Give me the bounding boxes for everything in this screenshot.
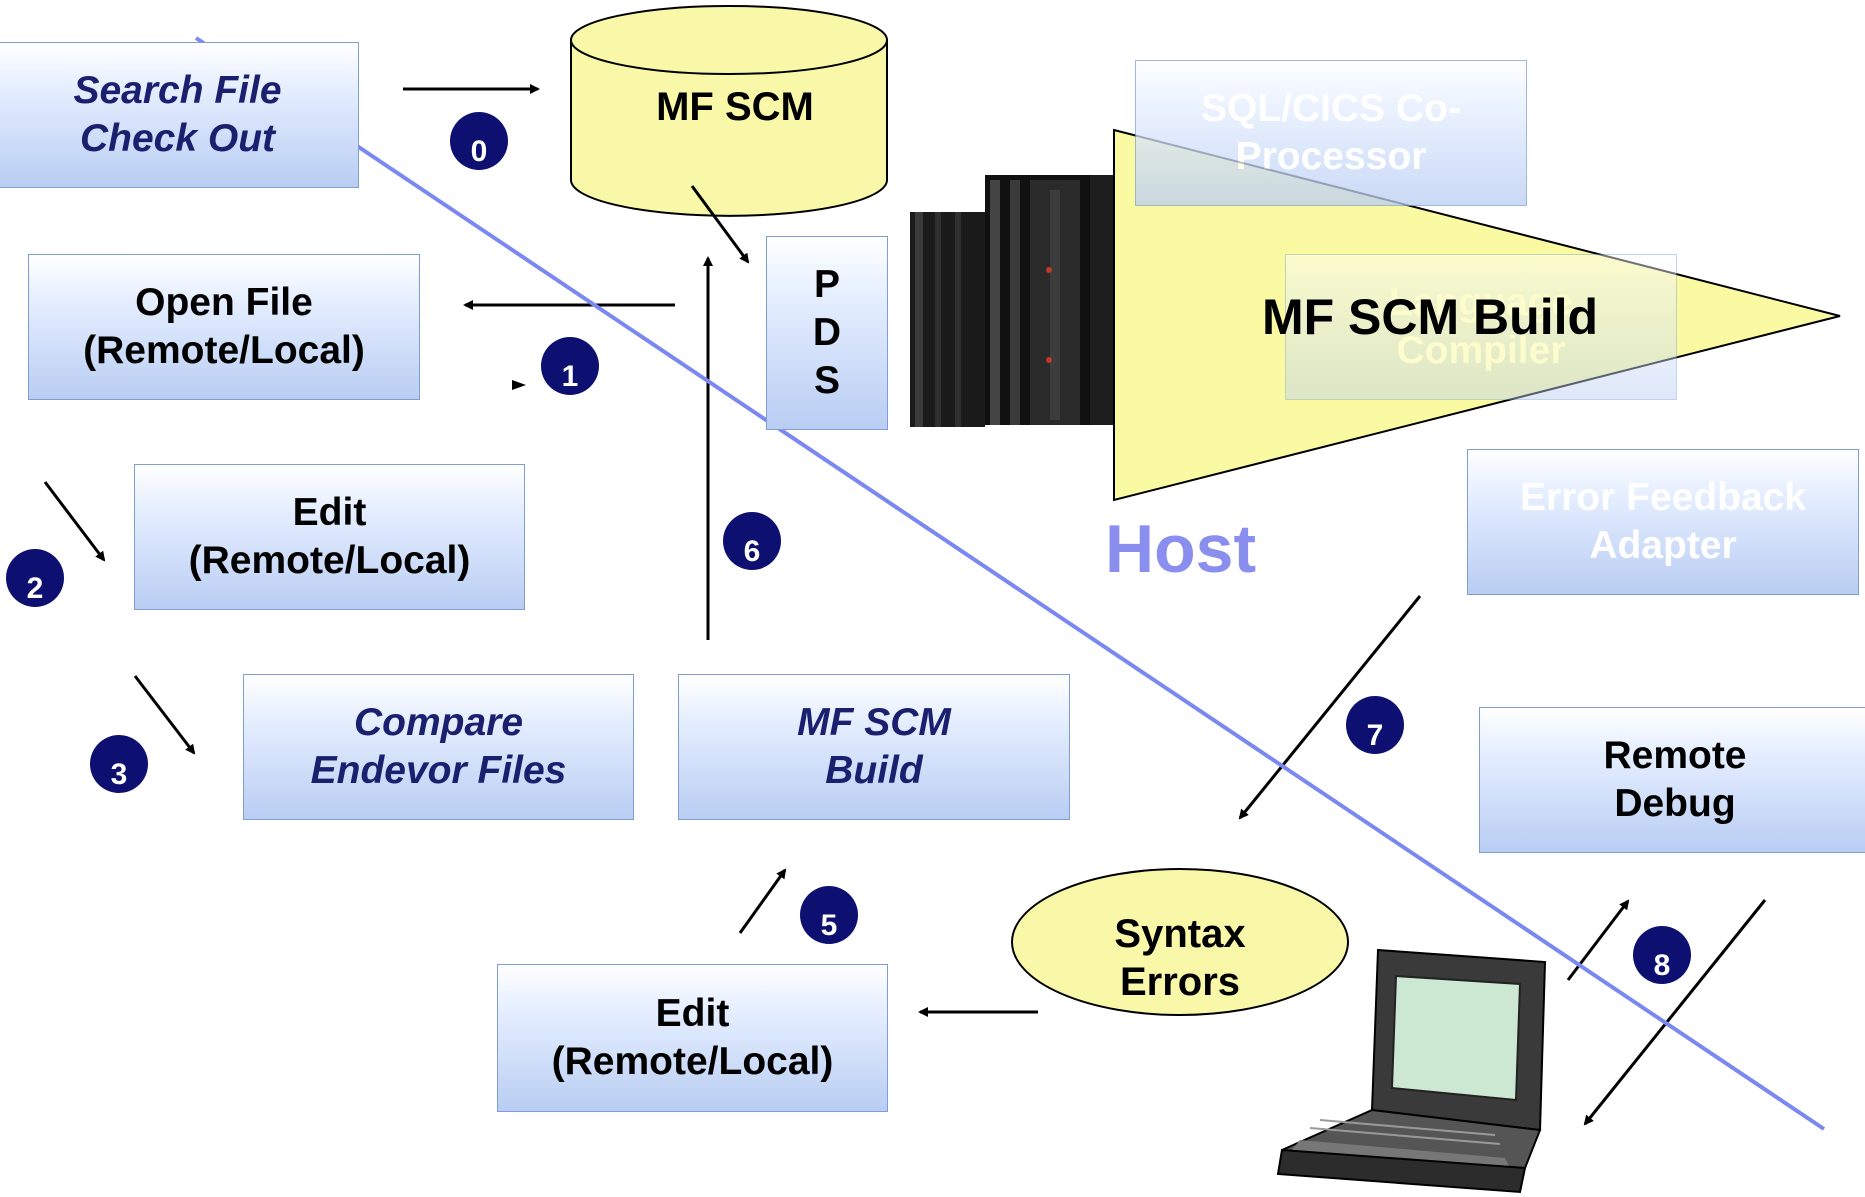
arrow-step-8-down (1583, 899, 1767, 1126)
error-feedback-box[interactable]: Error Feedback Adapter (1467, 449, 1859, 595)
syntax-errors-ellipse (1011, 868, 1349, 1016)
arrow-db-to-pds (690, 185, 750, 264)
search-checkout-box[interactable]: Search File Check Out (0, 42, 359, 188)
step-0-badge: 0 (450, 112, 508, 170)
open-file-label: Open File (Remote/Local) (83, 281, 365, 372)
flow-arrows (43, 84, 1767, 1126)
build-triangle (1113, 128, 1841, 502)
step-7-badge: 7 (1346, 696, 1404, 754)
step-6-badge: 6 (723, 512, 781, 570)
divider-line (194, 36, 1826, 1131)
host-label: Host (1105, 511, 1257, 587)
compare-box[interactable]: Compare Endevor Files (243, 674, 634, 820)
error-feedback-label: Error Feedback Adapter (1519, 476, 1807, 567)
open-file-box[interactable]: Open File (Remote/Local) (28, 254, 420, 400)
remote-debug-label: Remote Debug (1603, 734, 1747, 825)
build-triangle-label: MF SCM Build (1261, 289, 1599, 345)
laptop-image (1276, 948, 1547, 1194)
sql-cics-label: SQL/CICS Co- Processor (1201, 87, 1461, 178)
arrow-step-2 (43, 481, 106, 562)
sql-cics-box[interactable]: SQL/CICS Co- Processor (1135, 60, 1527, 206)
arrow-step-3 (133, 675, 196, 755)
mf-scm-db-label: MF SCM (656, 85, 814, 129)
mf-scm-database (570, 5, 888, 217)
step-2-badge: 2 (6, 549, 64, 607)
mainframe-server-image (910, 175, 1115, 427)
step-8-badge: 8 (1633, 926, 1691, 984)
search-checkout-label: Search File Check Out (73, 69, 282, 160)
remote-debug-box[interactable]: Remote Debug (1479, 707, 1865, 853)
syntax-errors-label: Syntax Errors (1114, 912, 1246, 1004)
step-5-badge: 5 (800, 886, 858, 944)
arrow-step-7 (1238, 595, 1422, 820)
arrow-step-5 (738, 868, 787, 934)
pds-label: P D S (812, 263, 842, 402)
edit-top-label: Edit (Remote/Local) (188, 491, 471, 582)
edit-bottom-box[interactable]: Edit (Remote/Local) (497, 964, 888, 1112)
arrow-step-8-up (1566, 899, 1630, 981)
mf-scm-build-label: MF SCM Build (797, 701, 951, 792)
small-arrowhead-1 (512, 380, 526, 390)
edit-top-box[interactable]: Edit (Remote/Local) (134, 464, 525, 610)
step-1-badge: 1 (541, 337, 599, 395)
mf-scm-build-box[interactable]: MF SCM Build (678, 674, 1070, 820)
step-3-badge: 3 (90, 735, 148, 793)
edit-bottom-label: Edit (Remote/Local) (551, 992, 834, 1083)
compare-label: Compare Endevor Files (310, 701, 567, 792)
pds-box[interactable]: P D S (766, 236, 888, 430)
language-compiler-label: Language Compiler (1388, 281, 1574, 372)
language-compiler-box[interactable]: Language Compiler (1285, 254, 1677, 400)
